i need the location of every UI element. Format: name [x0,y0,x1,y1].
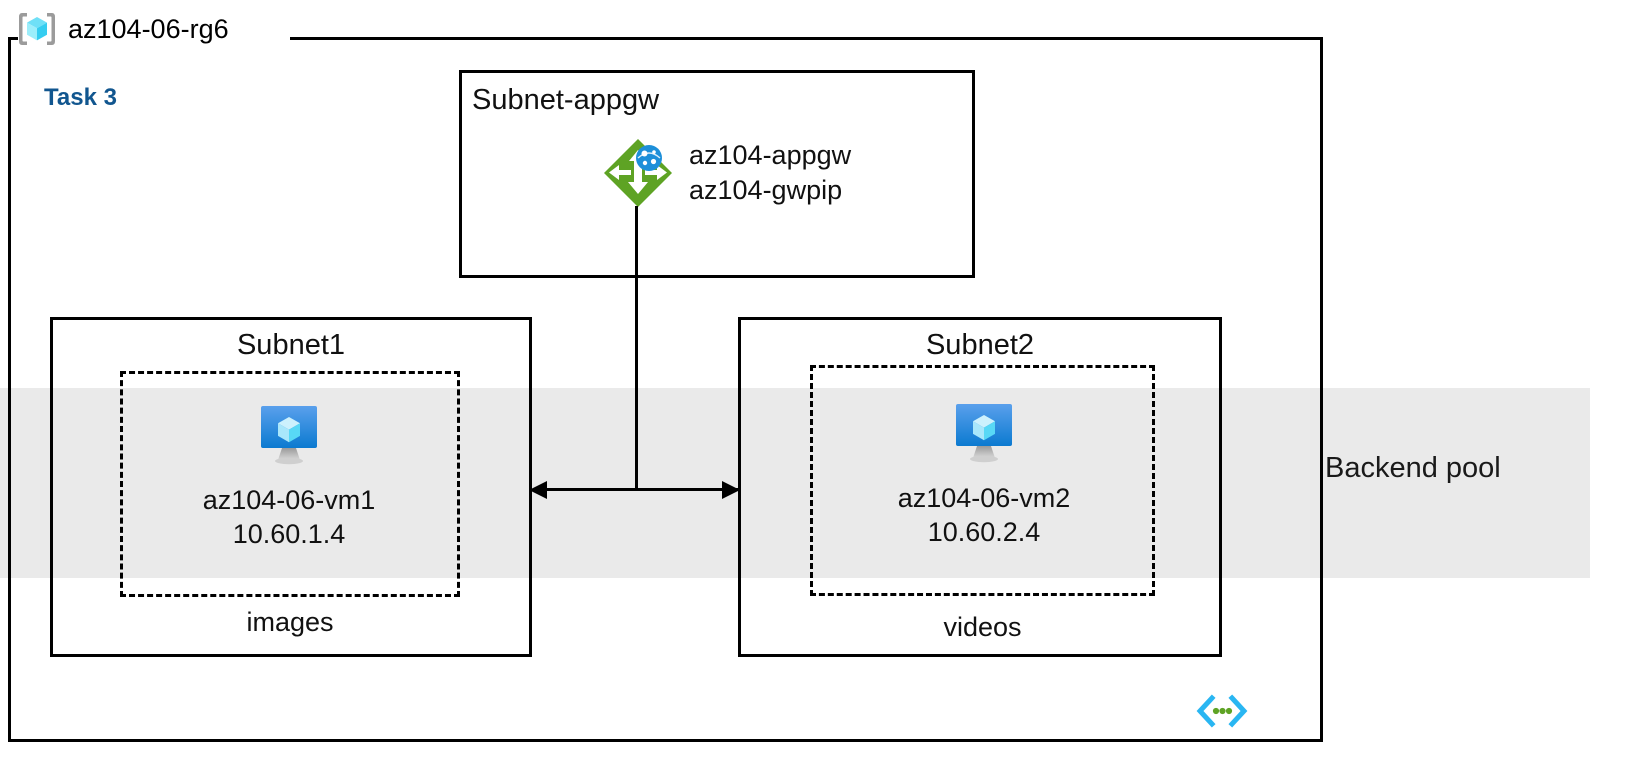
virtual-machine-icon [947,398,1021,468]
appgw-pip-name: az104-gwpip [689,175,843,205]
resource-group-container [8,37,1323,742]
application-gateway-icon [601,136,675,210]
arrow-head-left-icon [529,481,547,499]
backend-pool-label: Backend pool [1325,452,1501,484]
resource-group-title-gap [18,26,290,50]
subnet1-nic-boundary [120,371,460,597]
virtual-machine-icon [252,400,326,470]
resource-group-name: az104-06-rg6 [68,13,229,44]
vm1-name: az104-06-vm1 [202,485,376,515]
arrow-head-right-icon [722,481,740,499]
subnet1-subnet2-connector [533,488,740,491]
vm1-node: az104-06-vm1 10.60.1.4 [160,400,418,552]
subnet-appgw-title: Subnet-appgw [472,84,660,116]
subnet1-title: Subnet1 [236,329,346,361]
subnet2-nic-boundary [810,365,1155,596]
resource-group-header: az104-06-rg6 [16,6,229,52]
subnet1-box [50,317,532,657]
appgw-name: az104-appgw [689,140,852,171]
subnet2-box [738,317,1222,657]
vm2-ip: 10.60.2.4 [927,516,1041,547]
resource-group-icon [16,8,58,50]
application-gateway-labels: az104-appgw az104-gwpip [689,138,851,207]
vm2-node: az104-06-vm2 10.60.2.4 [855,398,1113,550]
subnet1-caption: images [246,607,334,637]
subnet2-caption: videos [943,612,1022,642]
vm1-ip: 10.60.1.4 [232,518,346,549]
task-label: Task 3 [44,84,117,111]
appgw-to-backend-connector [635,206,638,491]
vnet-code-marker-icon [1196,694,1248,728]
subnet2-title: Subnet2 [925,329,1035,361]
subnet-appgw-box [459,70,975,278]
vm2-name: az104-06-vm2 [897,483,1071,513]
application-gateway-node: az104-appgw az104-gwpip [601,136,851,210]
